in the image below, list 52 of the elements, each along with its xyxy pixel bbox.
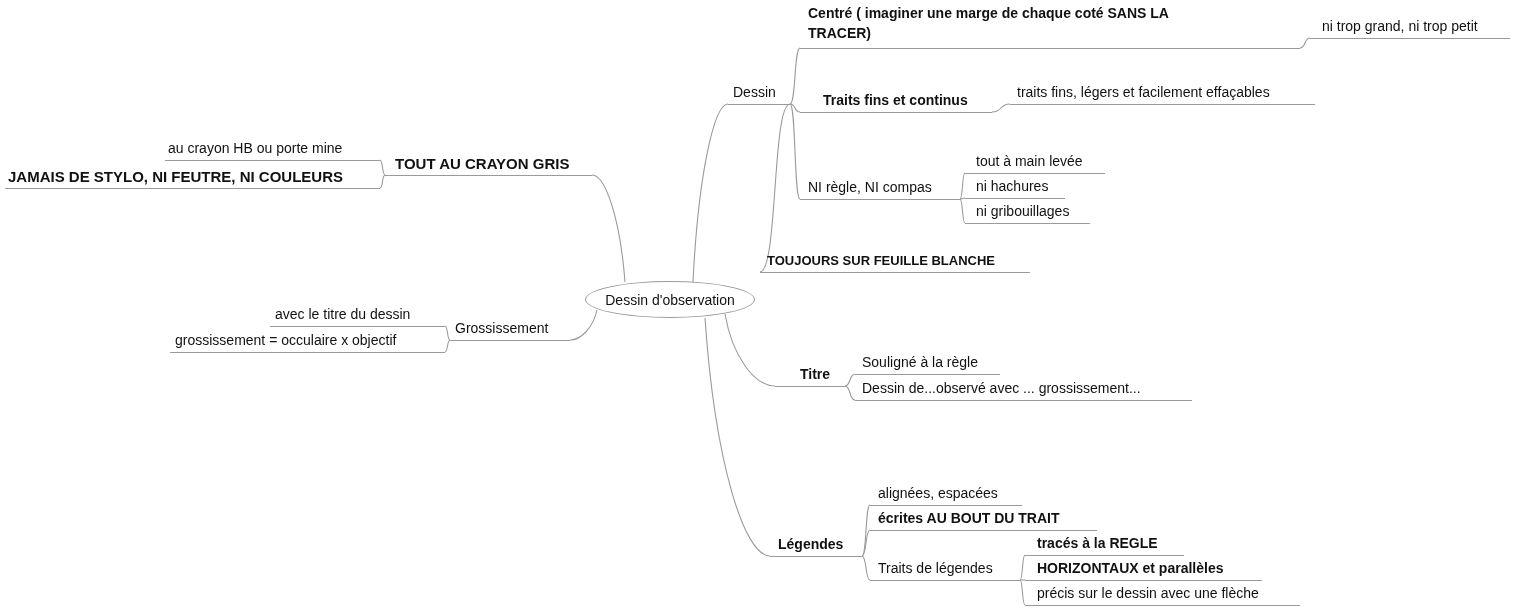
- connector-line: [789, 103, 801, 200]
- topic-label: alignées, espacées: [870, 485, 1022, 506]
- topic-label: ni trop grand, ni trop petit: [1310, 18, 1510, 39]
- topic-label: avec le titre du dessin: [270, 306, 445, 327]
- connector-line: [1019, 554, 1026, 581]
- topic-label: Traits fins et continus: [800, 92, 992, 113]
- connector-line: [1019, 579, 1026, 581]
- topic-label: Dessin: [728, 84, 790, 105]
- connector-line: [591, 174, 626, 283]
- topic-label: ni hachures: [965, 178, 1065, 199]
- topic-label: Souligné à la règle: [855, 354, 1000, 375]
- central-topic-text: Dessin d'observation: [605, 291, 735, 308]
- connector-line: [861, 555, 871, 581]
- topic-label: au crayon HB ou porte mine: [165, 140, 380, 161]
- topic-label: Dessin de...observé avec ... grossissement...: [855, 380, 1192, 401]
- connector-line: [991, 103, 1011, 113]
- topic-label: TOUJOURS SUR FEUILLE BLANCHE: [760, 252, 1030, 273]
- connector-line: [569, 309, 598, 341]
- connector-line: [724, 313, 776, 387]
- topic-label: grossissement = occulaire x objectif: [170, 332, 445, 353]
- connector-line: [789, 103, 801, 113]
- connector-line: [379, 159, 386, 176]
- topic-label: tout à main levée: [965, 153, 1105, 174]
- connector-line: [692, 103, 729, 283]
- connector-line: [704, 317, 771, 557]
- connector-line: [844, 385, 856, 401]
- topic-label: TOUT AU CRAYON GRIS: [385, 155, 592, 176]
- connector-line: [844, 373, 856, 387]
- topic-label: Titre: [775, 366, 845, 387]
- topic-label: Centré ( imaginer une marge de chaque coté SANS LA TRACER): [800, 3, 1300, 49]
- topic-label: Traits de légendes: [870, 560, 1020, 581]
- topic-label: ni gribouillages: [965, 203, 1090, 224]
- topic-label: Grossissement: [450, 320, 570, 341]
- connector-line: [789, 47, 801, 105]
- topic-label: Légendes: [770, 536, 862, 557]
- topic-label: précis sur le dessin avec une flèche: [1025, 585, 1300, 606]
- connector-line: [1299, 37, 1311, 49]
- connector-line: [444, 339, 451, 353]
- connector-line: [861, 529, 871, 557]
- topic-label: HORIZONTAUX et parallèles: [1025, 560, 1262, 581]
- connector-line: [444, 325, 451, 341]
- topic-label: écrites AU BOUT DU TRAIT: [870, 510, 1097, 531]
- topic-label: NI règle, NI compas: [800, 179, 960, 200]
- connector-line: [759, 103, 791, 273]
- connector-line: [959, 197, 966, 200]
- connector-line: [1019, 579, 1026, 606]
- topic-label: tracés à la REGLE: [1025, 535, 1184, 556]
- connector-line: [959, 172, 966, 200]
- connector-line: [959, 198, 966, 224]
- topic-label: JAMAIS DE STYLO, NI FEUTRE, NI COULEURS: [5, 168, 380, 189]
- connector-line: [379, 174, 386, 189]
- topic-label: traits fins, légers et facilement effaçables: [1010, 84, 1315, 105]
